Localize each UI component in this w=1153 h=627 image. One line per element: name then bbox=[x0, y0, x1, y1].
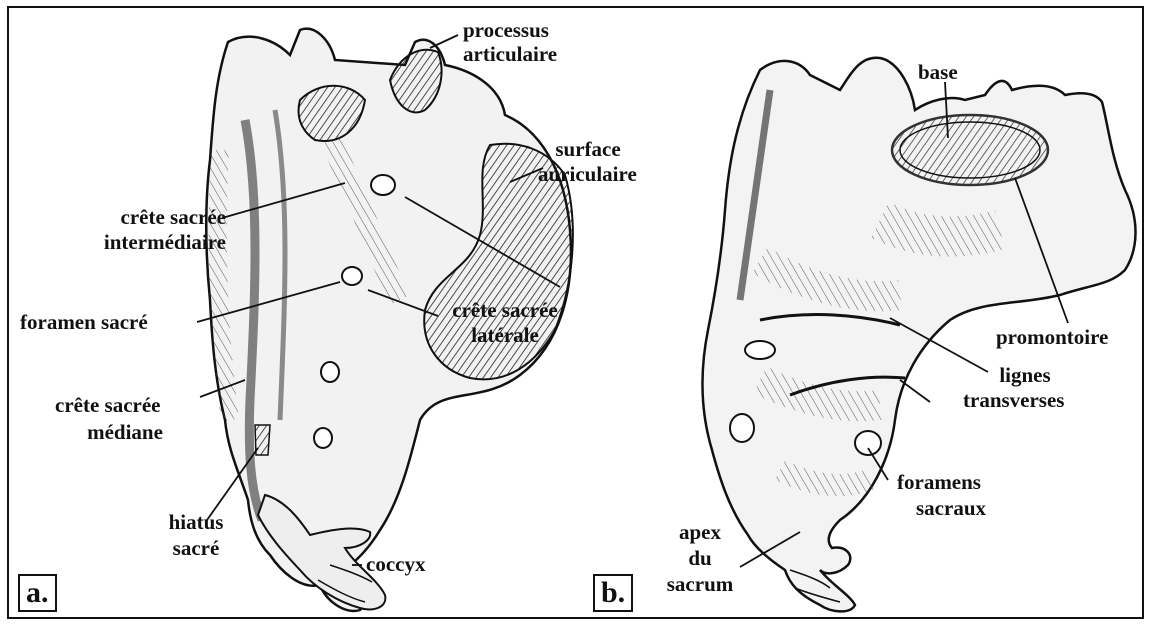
label-base: base bbox=[918, 60, 958, 84]
label-foramens-2: sacraux bbox=[895, 496, 1007, 520]
label-apex-1: apex bbox=[660, 520, 740, 544]
label-lignes-1: lignes bbox=[960, 363, 1090, 387]
label-crete-mediane-1: crête sacrée bbox=[55, 393, 160, 417]
label-foramen-sacre: foramen sacré bbox=[20, 310, 148, 334]
label-apex-2: du bbox=[660, 546, 740, 570]
label-surface: surface bbox=[533, 137, 643, 161]
label-foramens-1: foramens bbox=[897, 470, 981, 494]
panel-tag-a: a. bbox=[18, 574, 57, 612]
label-crete-mediane-2: médiane bbox=[55, 420, 195, 444]
label-crete-laterale-2: latérale bbox=[435, 323, 575, 347]
label-crete-intermediaire-2: intermédiaire bbox=[30, 230, 226, 254]
label-articulaire: articulaire bbox=[463, 42, 557, 66]
label-hiatus-1: hiatus bbox=[158, 510, 234, 534]
label-processus: processus bbox=[463, 18, 549, 42]
label-coccyx: coccyx bbox=[366, 552, 425, 576]
panel-tag-b: b. bbox=[593, 574, 633, 612]
label-hiatus-2: sacré bbox=[158, 536, 234, 560]
label-promontoire: promontoire bbox=[996, 325, 1108, 349]
label-crete-laterale-1: crête sacrée bbox=[435, 298, 575, 322]
label-apex-3: sacrum bbox=[655, 572, 745, 596]
label-auriculaire: auriculaire bbox=[538, 162, 637, 186]
label-crete-intermediaire-1: crête sacrée bbox=[30, 205, 226, 229]
label-lignes-2: transverses bbox=[963, 388, 1064, 412]
